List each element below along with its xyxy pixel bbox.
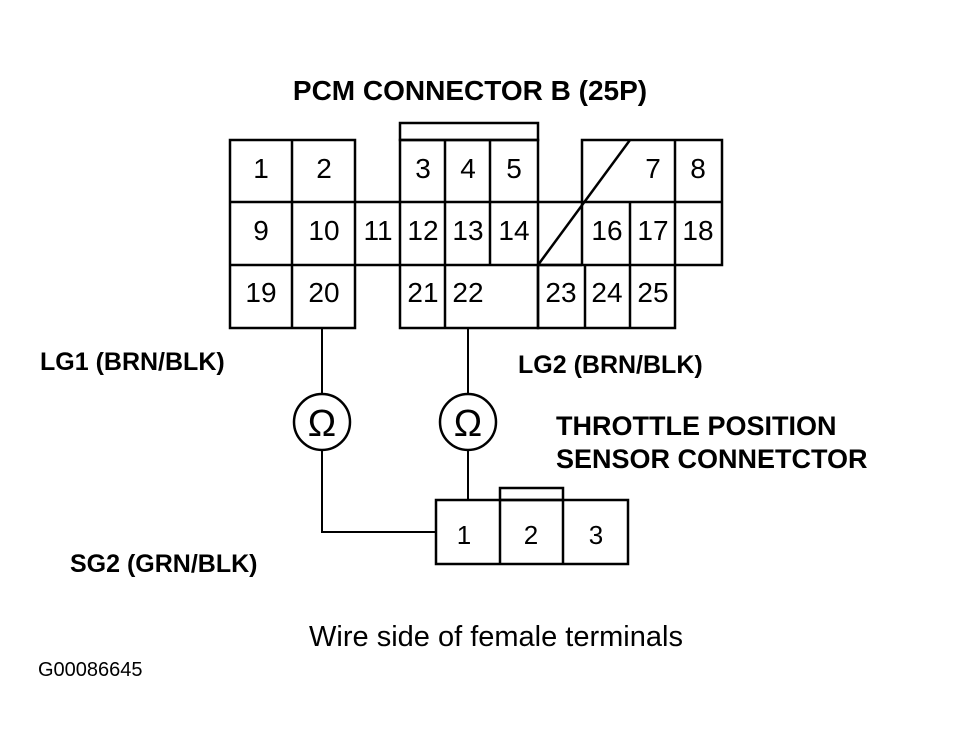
- pin-label: 25: [637, 277, 668, 308]
- pin-label: 9: [253, 215, 269, 246]
- pin-label: 4: [460, 153, 476, 184]
- sg2-label: SG2 (GRN/BLK): [70, 550, 258, 578]
- pin-label: 3: [415, 153, 431, 184]
- pin-label: 22: [452, 277, 483, 308]
- wires: [321, 328, 469, 533]
- ohmmeter-lg1: Ω: [292, 392, 352, 452]
- pin-label: 11: [363, 215, 392, 246]
- lg1-label: LG1 (BRN/BLK): [40, 348, 225, 376]
- tps-connector: 1 2 3: [434, 486, 630, 566]
- pin-label: 24: [591, 277, 622, 308]
- pcm-connector: 1 2 3 4 5 7 8 9 10 11 12 13 14 16 17 18 …: [228, 121, 724, 330]
- pin-label: 2: [316, 153, 332, 184]
- pin-label: 1: [457, 520, 471, 550]
- ohm-icon: Ω: [308, 403, 336, 445]
- pin-label: 12: [407, 215, 438, 246]
- lg2-label: LG2 (BRN/BLK): [518, 351, 703, 379]
- pin-label: 23: [545, 277, 576, 308]
- pin-label: 13: [452, 215, 483, 246]
- ohm-icon: Ω: [454, 403, 482, 445]
- pin-label: 19: [245, 277, 276, 308]
- pin-label: 10: [308, 215, 339, 246]
- pin-label: 5: [506, 153, 522, 184]
- pin-label: 21: [407, 277, 438, 308]
- pin-label: 18: [682, 215, 713, 246]
- pin-label: 14: [498, 215, 529, 246]
- pin-label: 3: [589, 520, 603, 550]
- pin-label: 2: [524, 520, 538, 550]
- pin-label: 8: [690, 153, 706, 184]
- pin-label: 17: [637, 215, 668, 246]
- pin-label: 7: [645, 153, 661, 184]
- pcm-connector-title: PCM CONNECTOR B (25P): [293, 75, 647, 106]
- figure-id: G00086645: [38, 659, 143, 681]
- tps-connector-title: THROTTLE POSITION: [556, 411, 837, 441]
- caption: Wire side of female terminals: [309, 621, 683, 653]
- pin-label: 16: [591, 215, 622, 246]
- tps-connector-title: SENSOR CONNETCTOR: [556, 444, 868, 474]
- pin-label: 20: [308, 277, 339, 308]
- pin-label: 1: [253, 153, 269, 184]
- ohmmeter-lg2: Ω: [438, 392, 498, 452]
